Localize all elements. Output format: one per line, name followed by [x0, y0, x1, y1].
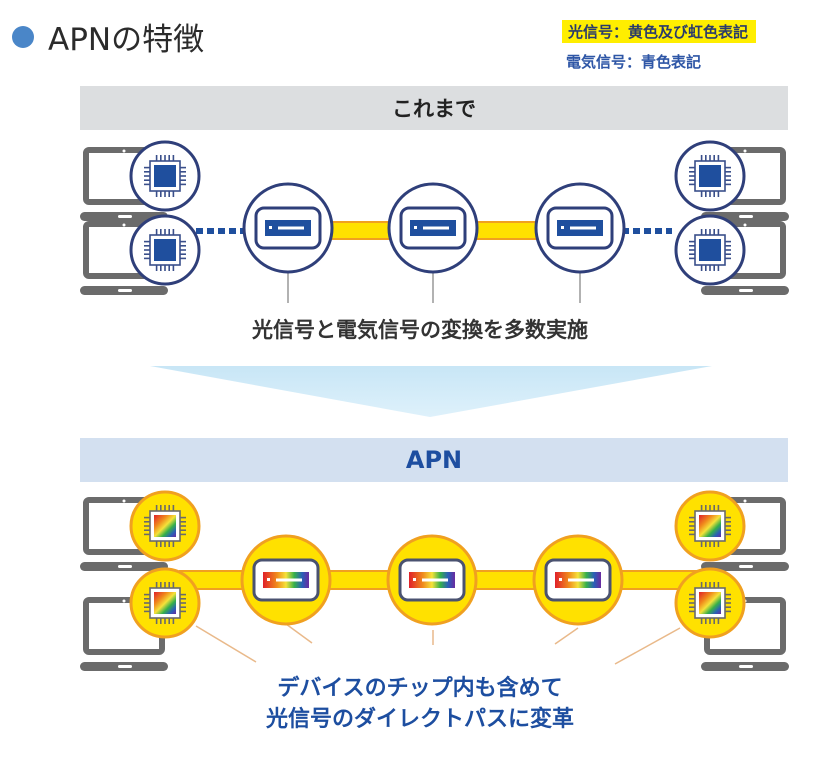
legend-optical-signal: 光信号：黄色及び虹色表記: [562, 20, 757, 43]
leader-line: [285, 623, 313, 644]
page-title-text: APNの特徴: [48, 22, 205, 58]
section-header-apn-label: APN: [405, 446, 463, 474]
transition-arrow: [150, 366, 712, 417]
network-switch-icon: [240, 534, 332, 626]
network-switch-icon: [386, 534, 478, 626]
apn-caption: デバイスのチップ内も含めて 光信号のダイレクトパスに変革: [0, 673, 840, 735]
before-diagram: [80, 140, 789, 303]
section-header-before-label: これまで: [392, 97, 476, 121]
network-switch-icon: [532, 534, 624, 626]
bullet-dot-icon: [12, 25, 34, 48]
cpu-chip-icon: [674, 490, 746, 562]
section-header-apn: APN: [80, 438, 788, 482]
leader-line: [614, 627, 681, 665]
legend-electric-signal: 電気信号：青色表記: [566, 53, 702, 71]
optical-link: [329, 221, 391, 240]
section-header-before: これまで: [80, 86, 788, 130]
cpu-chip-icon: [674, 140, 746, 212]
cpu-chip-icon: [674, 214, 746, 286]
cpu-chip-icon: [129, 567, 201, 639]
network-switch-icon: [387, 182, 479, 274]
apn-diagram: [80, 490, 789, 671]
leader-line: [195, 625, 257, 663]
page-title: APNの特徴: [12, 14, 204, 59]
network-switch-icon: [242, 182, 334, 274]
before-caption: 光信号と電気信号の変換を多数実施: [252, 318, 588, 342]
apn-caption-line-2: 光信号のダイレクトパスに変革: [265, 707, 574, 732]
leader-line: [554, 627, 579, 645]
network-switch-icon: [534, 182, 626, 274]
cpu-chip-icon: [674, 567, 746, 639]
cpu-chip-icon: [129, 490, 201, 562]
cpu-chip-icon: [129, 140, 201, 212]
cpu-chip-icon: [129, 214, 201, 286]
apn-caption-line-1: デバイスのチップ内も含めて: [277, 676, 563, 701]
optical-link: [475, 221, 539, 240]
